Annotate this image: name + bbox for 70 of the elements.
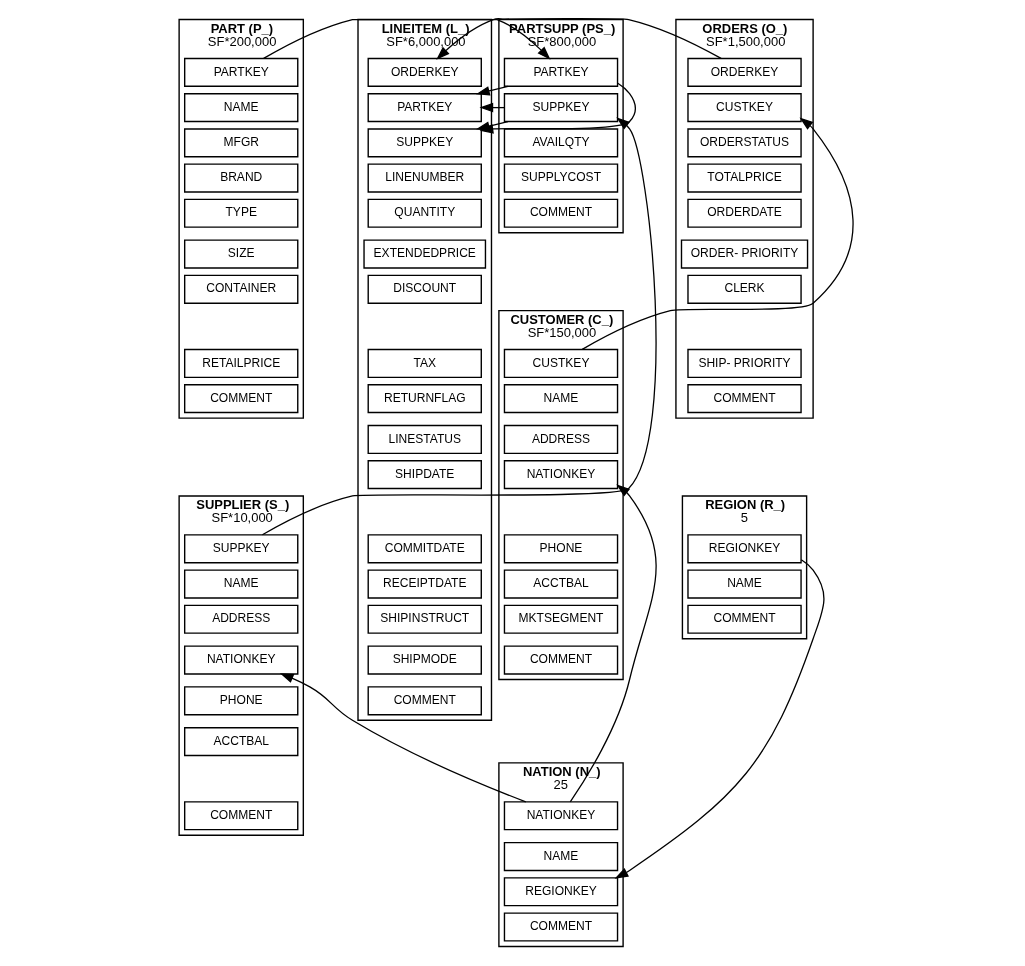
node-box: SHIP- PRIORITY (687, 348, 802, 379)
node-box: COMMENT (184, 384, 299, 414)
node-box: RETURNFLAG (367, 384, 482, 414)
node-box: NATIONKEY (503, 460, 619, 490)
arrow (569, 484, 657, 803)
node-box: ACCTBAL (184, 727, 299, 757)
node-box: MFGR (184, 128, 299, 158)
node-box: ORDERKEY (687, 57, 802, 87)
node-box: TYPE (184, 198, 299, 228)
node-box: QUANTITY (367, 198, 482, 228)
node-box: PARTKEY (184, 57, 299, 87)
node-box: COMMENT (503, 198, 619, 228)
node-box: RECEIPTDATE (367, 569, 482, 599)
node-box: CUSTKEY (687, 93, 802, 123)
node-box: CUSTKEY (503, 348, 619, 379)
node-box: CONTAINER (184, 274, 299, 304)
node-box: LINENUMBER (367, 163, 482, 193)
node-box: RETAILPRICE (184, 348, 299, 379)
arrow (581, 117, 854, 350)
node-box: CLERK (687, 274, 802, 304)
node-box: SHIPINSTRUCT (367, 604, 482, 634)
node-box: NATIONKEY (503, 801, 619, 831)
node-box: SIZE (184, 239, 299, 269)
node-box: NATIONKEY (184, 645, 299, 675)
node-box: SUPPKEY (503, 93, 619, 123)
arrow (475, 85, 509, 96)
node-box: COMMENT (687, 384, 802, 414)
node-box: EXTENDEDPRICE (363, 239, 487, 269)
node-box: NAME (184, 569, 299, 599)
arrow (614, 559, 825, 879)
node-box: LINESTATUS (367, 424, 482, 455)
arrow (436, 18, 722, 60)
node-box: REGIONKEY (687, 534, 802, 564)
node-box: COMMENT (184, 801, 299, 831)
node-box: NAME (503, 841, 619, 872)
arrow (261, 117, 657, 536)
node-box: AVAILQTY (503, 128, 619, 158)
node-box: REGIONKEY (503, 877, 619, 907)
arrow (475, 120, 509, 131)
node-box: ORDERKEY (367, 57, 482, 87)
node-box: COMMENT (503, 912, 619, 942)
node-box: COMMITDATE (367, 534, 482, 564)
node-box: ORDERDATE (687, 198, 802, 228)
node-box: TOTALPRICE (687, 163, 802, 193)
node-box: SUPPKEY (367, 128, 482, 158)
node-box: PHONE (184, 686, 299, 716)
node-box: NAME (687, 569, 802, 599)
arrow (279, 673, 527, 803)
node-box: MKTSEGMENT (503, 604, 619, 634)
node-box: PARTKEY (503, 57, 619, 87)
node-box: COMMENT (687, 604, 802, 634)
node-box: SHIPDATE (367, 460, 482, 490)
arrow (263, 18, 551, 60)
node-box: ORDERSTATUS (687, 128, 802, 158)
node-box: ORDER- PRIORITY (680, 239, 809, 269)
node-box: TAX (367, 348, 482, 379)
node-box: SUPPLYCOST (503, 163, 619, 193)
node-box: SUPPKEY (184, 534, 299, 564)
node-box: DISCOUNT (367, 274, 482, 304)
node-box: ADDRESS (503, 424, 619, 455)
node-box: ACCTBAL (503, 569, 619, 599)
node-box: ADDRESS (184, 604, 299, 634)
node-box: PHONE (503, 534, 619, 564)
node-box: BRAND (184, 163, 299, 193)
node-box: NAME (184, 93, 299, 123)
node-box: PARTKEY (367, 93, 482, 123)
node-box: COMMENT (503, 645, 619, 675)
node-box: SHIPMODE (367, 645, 482, 675)
node-box: NAME (503, 384, 619, 414)
node-box: COMMENT (367, 686, 482, 716)
